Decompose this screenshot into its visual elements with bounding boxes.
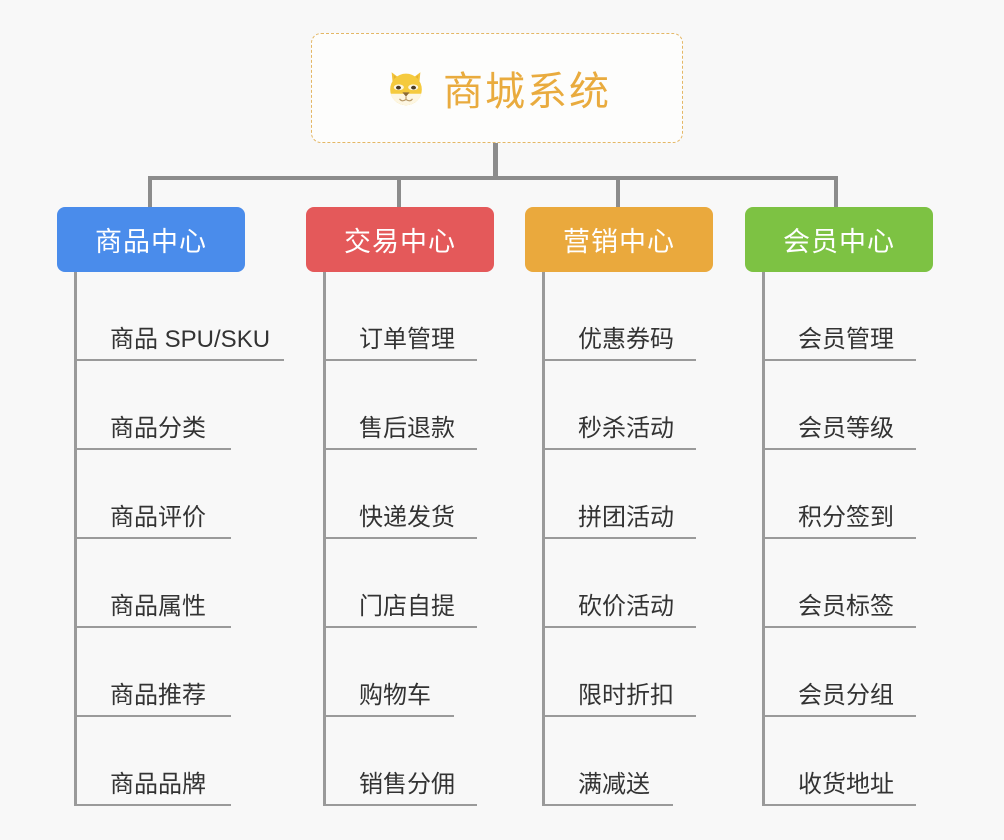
branch-spine-product	[74, 272, 77, 806]
branch-header-product[interactable]: 商品中心	[57, 207, 245, 272]
leaf-underline	[74, 626, 231, 628]
root-title: 商城系统	[443, 70, 611, 114]
connector-drop-1	[148, 176, 152, 207]
leaf-underline	[762, 359, 916, 361]
branch-header-trade[interactable]: 交易中心	[306, 207, 494, 272]
leaf-underline	[74, 359, 284, 361]
branch-spine-member	[762, 272, 765, 806]
leaf-label: 商品 SPU/SKU	[110, 325, 271, 353]
leaf-underline	[542, 715, 696, 717]
leaf-label: 收货地址	[798, 770, 894, 798]
branch-header-label: 营销中心	[563, 227, 675, 257]
leaf-underline	[323, 715, 454, 717]
branch-header-label: 交易中心	[344, 227, 456, 257]
leaf-underline	[542, 359, 696, 361]
leaf-label: 快递发货	[359, 503, 455, 531]
leaf-label: 拼团活动	[578, 503, 674, 531]
leaf-label: 门店自提	[359, 592, 455, 620]
leaf-underline	[762, 626, 916, 628]
leaf-label: 砍价活动	[578, 592, 674, 620]
connector-drop-4	[834, 176, 838, 207]
leaf-label: 订单管理	[359, 325, 455, 353]
connector-horizontal-bus	[148, 176, 838, 180]
leaf-label: 售后退款	[359, 414, 455, 442]
leaf-label: 会员分组	[798, 681, 894, 709]
connector-drop-2	[397, 176, 401, 207]
branch-header-member[interactable]: 会员中心	[745, 207, 933, 272]
leaf-label: 销售分佣	[359, 770, 455, 798]
branch-header-label: 会员中心	[783, 227, 895, 257]
leaf-underline	[542, 804, 673, 806]
leaf-label: 优惠券码	[578, 325, 674, 353]
branch-spine-marketing	[542, 272, 545, 806]
leaf-label: 积分签到	[798, 503, 894, 531]
leaf-underline	[762, 537, 916, 539]
leaf-underline	[74, 448, 231, 450]
leaf-underline	[323, 359, 477, 361]
leaf-label: 购物车	[359, 681, 431, 709]
leaf-label: 会员管理	[798, 325, 894, 353]
root-node[interactable]: 商城系统	[311, 33, 683, 143]
branch-header-marketing[interactable]: 营销中心	[525, 207, 713, 272]
connector-root-stem	[493, 143, 498, 180]
leaf-underline	[74, 804, 231, 806]
leaf-underline	[74, 537, 231, 539]
shiba-dog-face-emoji	[383, 65, 429, 111]
leaf-underline	[762, 804, 916, 806]
branch-header-label: 商品中心	[95, 227, 207, 257]
leaf-underline	[542, 626, 696, 628]
leaf-label: 商品分类	[110, 414, 206, 442]
leaf-underline	[323, 626, 477, 628]
connector-drop-3	[616, 176, 620, 207]
leaf-label: 商品评价	[110, 503, 206, 531]
leaf-underline	[323, 448, 477, 450]
leaf-underline	[762, 715, 916, 717]
leaf-underline	[762, 448, 916, 450]
leaf-label: 限时折扣	[578, 681, 674, 709]
leaf-label: 会员等级	[798, 414, 894, 442]
leaf-label: 商品品牌	[110, 770, 206, 798]
leaf-underline	[323, 804, 477, 806]
leaf-underline	[542, 448, 696, 450]
leaf-label: 秒杀活动	[578, 414, 674, 442]
leaf-label: 商品推荐	[110, 681, 206, 709]
leaf-underline	[74, 715, 231, 717]
leaf-label: 会员标签	[798, 592, 894, 620]
leaf-underline	[542, 537, 696, 539]
leaf-label: 商品属性	[110, 592, 206, 620]
branch-spine-trade	[323, 272, 326, 806]
leaf-underline	[323, 537, 477, 539]
leaf-label: 满减送	[578, 770, 650, 798]
